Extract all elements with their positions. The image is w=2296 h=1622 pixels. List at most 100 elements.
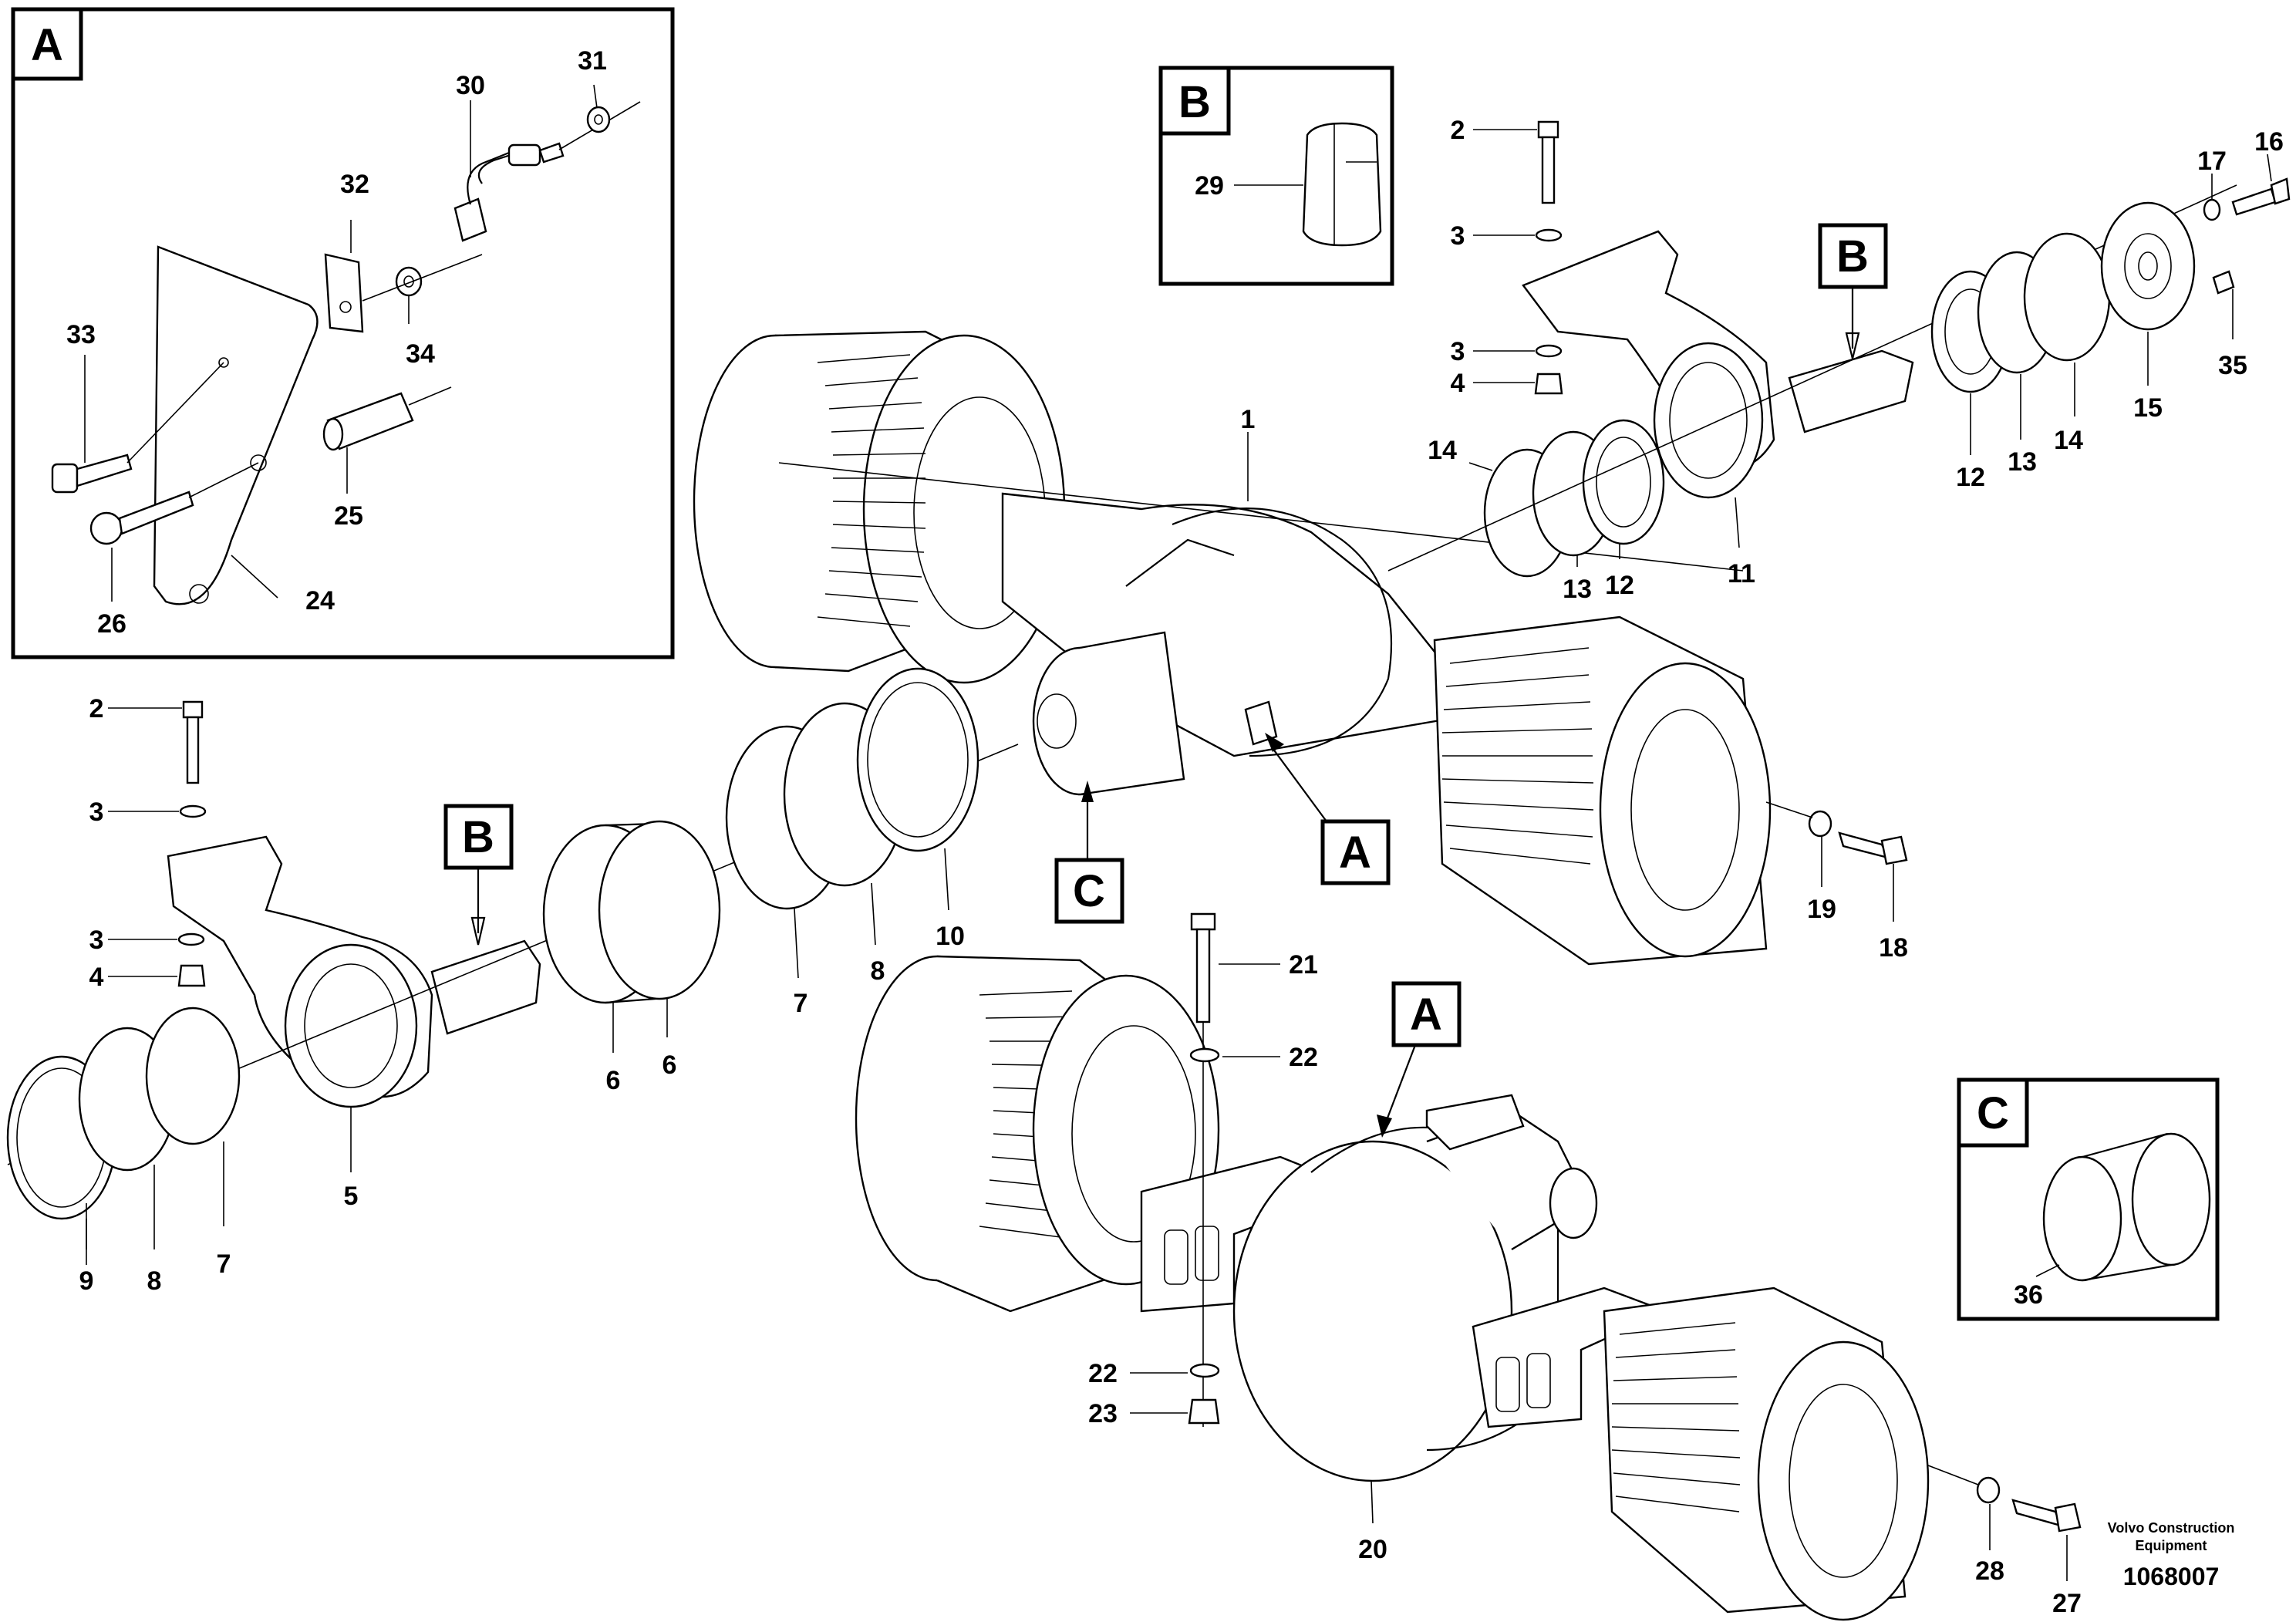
inset-a-letter: A bbox=[31, 20, 63, 70]
ring-14-right bbox=[2023, 232, 2111, 362]
callout-20: 20 bbox=[1358, 1535, 1387, 1564]
clip-32 bbox=[324, 253, 364, 333]
svg-text:B: B bbox=[1836, 231, 1869, 282]
callout-25: 25 bbox=[334, 501, 363, 531]
spacer-25 bbox=[322, 386, 452, 451]
washer-3-right-top bbox=[1535, 228, 1563, 242]
washer-22-top bbox=[1189, 1047, 1220, 1063]
callout-8-left: 8 bbox=[147, 1266, 162, 1296]
bolt-2-right bbox=[1537, 120, 1559, 204]
middle-rings: 6 6 7 8 10 bbox=[542, 667, 979, 1095]
brand-line-2: Equipment bbox=[2136, 1538, 2207, 1553]
svg-text:A: A bbox=[1410, 990, 1442, 1040]
ref-a-top: A bbox=[1265, 733, 1391, 885]
nut-4-left bbox=[177, 964, 206, 987]
bushing-6b bbox=[598, 820, 721, 1000]
callout-7-mid: 7 bbox=[794, 989, 808, 1018]
callout-9: 9 bbox=[79, 1266, 94, 1296]
callout-22-bottom: 22 bbox=[1088, 1359, 1118, 1388]
bushing-36 bbox=[2042, 1132, 2211, 1282]
callout-24: 24 bbox=[305, 586, 335, 615]
wheel-bolt-right-upper: 19 18 bbox=[1765, 801, 1908, 963]
callout-28: 28 bbox=[1975, 1556, 2004, 1586]
callout-22-top: 22 bbox=[1289, 1043, 1318, 1072]
callout-14-right: 14 bbox=[2054, 426, 2083, 455]
callout-33: 33 bbox=[66, 320, 96, 349]
callout-26: 26 bbox=[97, 609, 126, 639]
screw-35 bbox=[2212, 270, 2235, 295]
callout-12-left: 12 bbox=[1605, 571, 1634, 600]
callout-34: 34 bbox=[406, 339, 435, 369]
bearing-12-left bbox=[1582, 419, 1665, 545]
callout-8-mid: 8 bbox=[871, 956, 885, 986]
cover-15 bbox=[2100, 201, 2196, 331]
washer-31 bbox=[586, 106, 611, 133]
document-number: 1068007 bbox=[2123, 1563, 2220, 1590]
callout-35: 35 bbox=[2218, 351, 2247, 380]
bolt-33 bbox=[51, 362, 224, 494]
callout-4-right: 4 bbox=[1451, 369, 1465, 398]
bolt-27 bbox=[2011, 1499, 2062, 1527]
callout-3-left-top: 3 bbox=[89, 798, 104, 827]
washer-17 bbox=[2203, 198, 2221, 221]
ring-10 bbox=[856, 667, 979, 852]
callout-29: 29 bbox=[1195, 171, 1224, 201]
washer-34 bbox=[395, 266, 423, 297]
callout-23: 23 bbox=[1088, 1399, 1118, 1428]
washer-3-left-top bbox=[179, 804, 207, 818]
left-drum-fins bbox=[817, 354, 926, 627]
svg-text:B: B bbox=[462, 812, 494, 862]
inset-c-letter: C bbox=[1977, 1088, 2009, 1138]
washer-3-left-bottom bbox=[177, 932, 205, 946]
inset-b-letter: B bbox=[1178, 77, 1211, 127]
callout-27: 27 bbox=[2052, 1589, 2082, 1618]
callout-16: 16 bbox=[2254, 127, 2284, 157]
callout-4-left: 4 bbox=[89, 963, 104, 992]
callout-31: 31 bbox=[578, 46, 607, 76]
washer-22-bottom bbox=[1189, 1363, 1220, 1378]
callout-13-right: 13 bbox=[2008, 447, 2037, 477]
callout-30: 30 bbox=[456, 71, 485, 100]
mounting-plate bbox=[153, 245, 319, 605]
nut-4-right bbox=[1534, 373, 1563, 395]
callout-7-left: 7 bbox=[217, 1249, 231, 1279]
callout-5: 5 bbox=[344, 1182, 359, 1211]
left-bracket-group: 2 3 3 4 5 9 8 7 bbox=[6, 694, 1019, 1296]
rear-axle-assembly: 21 22 22 23 20 28 27 bbox=[855, 912, 2082, 1621]
right-drum-fins bbox=[1441, 647, 1594, 865]
callout-3-right-top: 3 bbox=[1451, 221, 1465, 251]
footer: Volvo Construction Equipment 1068007 bbox=[2108, 1520, 2235, 1590]
callout-12-right: 12 bbox=[1956, 463, 1985, 492]
ref-c: C bbox=[1054, 781, 1124, 924]
callout-18: 18 bbox=[1879, 933, 1908, 963]
callout-10: 10 bbox=[936, 922, 965, 951]
right-bracket-group: 2 3 3 4 11 14 13 12 bbox=[1387, 116, 2291, 604]
washer-28 bbox=[1976, 1476, 2001, 1504]
svg-text:A: A bbox=[1339, 828, 1371, 878]
svg-text:C: C bbox=[1073, 866, 1105, 916]
callout-6b: 6 bbox=[663, 1050, 677, 1080]
nut-23 bbox=[1188, 1398, 1220, 1425]
ref-a-bottom: A bbox=[1377, 981, 1462, 1138]
callout-2-left: 2 bbox=[89, 694, 104, 723]
callout-21: 21 bbox=[1289, 950, 1318, 980]
pin-29 bbox=[1302, 122, 1382, 247]
inset-a-detail: A bbox=[11, 7, 675, 659]
front-axle-assembly bbox=[693, 330, 1772, 966]
callout-19: 19 bbox=[1807, 895, 1836, 924]
callout-17: 17 bbox=[2197, 147, 2227, 176]
bolt-16 bbox=[2231, 187, 2277, 216]
ring-7-left bbox=[145, 1007, 241, 1145]
bolt-21 bbox=[1190, 912, 1216, 1427]
inset-b-detail: B 29 bbox=[1158, 66, 1394, 286]
callout-15: 15 bbox=[2133, 393, 2163, 423]
callout-3-right-bottom: 3 bbox=[1451, 337, 1465, 366]
callout-36: 36 bbox=[2014, 1280, 2043, 1310]
callout-11: 11 bbox=[1728, 559, 1755, 588]
bolt-26 bbox=[89, 462, 259, 545]
callout-32: 32 bbox=[340, 170, 369, 199]
callout-13-left: 13 bbox=[1563, 575, 1592, 604]
callout-14-left: 14 bbox=[1428, 436, 1457, 465]
washer-3-right-bottom bbox=[1535, 344, 1563, 358]
